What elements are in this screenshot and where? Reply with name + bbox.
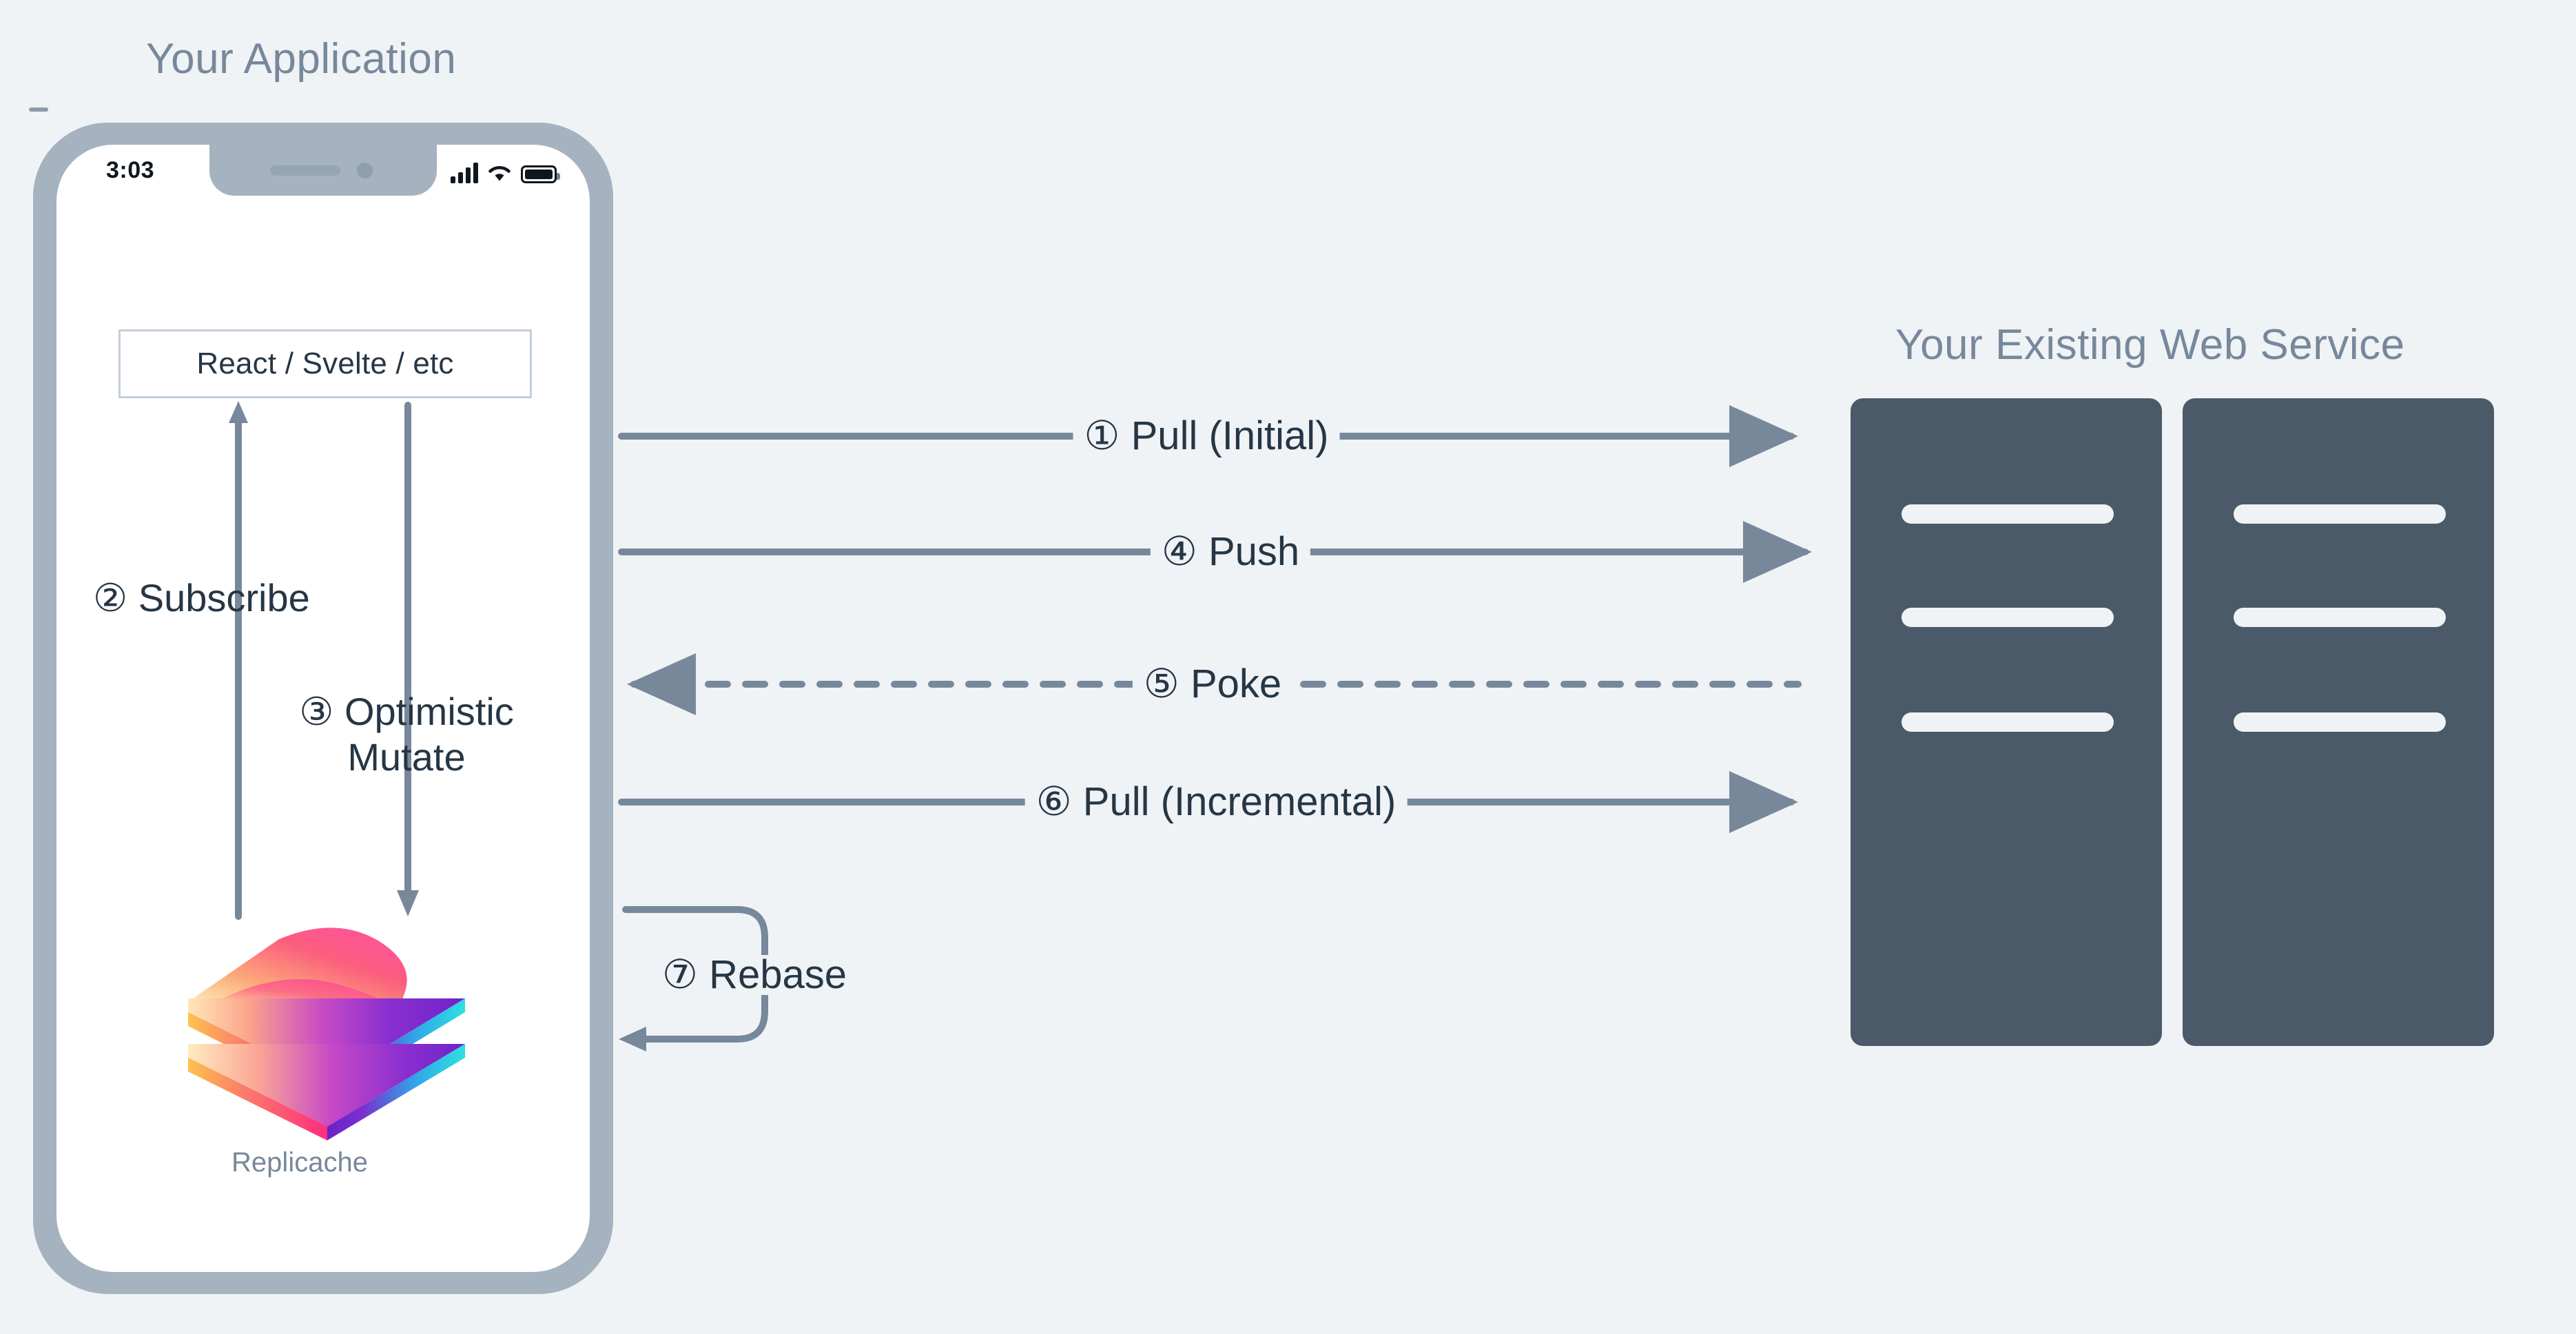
battery-icon: [521, 165, 560, 183]
wifi-icon: [487, 164, 512, 183]
phone-notch: [209, 145, 437, 196]
label-pull-incremental: ⑥ Pull (Incremental): [1024, 782, 1408, 822]
label-pull-initial: ① Pull (Initial): [1073, 416, 1340, 456]
camera-icon: [357, 163, 373, 178]
label-rebase: ⑦ Rebase: [650, 955, 858, 995]
label-optimistic-mutate: ③ Optimistic Mutate: [262, 689, 551, 780]
server-block-1: [1851, 398, 2162, 1046]
application-heading: Your Application: [146, 35, 457, 83]
web-service-heading: Your Existing Web Service: [1895, 321, 2405, 369]
signal-bars-icon: [451, 163, 478, 183]
server-bar: [2234, 712, 2446, 732]
server-bar: [1902, 504, 2114, 524]
framework-box[interactable]: React / Svelte / etc: [119, 329, 532, 398]
server-block-2: [2183, 398, 2494, 1046]
server-bar: [2234, 504, 2446, 524]
label-push: ④ Push: [1150, 532, 1311, 572]
status-icons: [451, 157, 560, 183]
server-bar: [1902, 712, 2114, 732]
status-bar: 3:03: [56, 145, 590, 196]
replicache-logo: [176, 920, 479, 1147]
server-bar: [2234, 608, 2446, 627]
label-poke: ⑤ Poke: [1132, 664, 1293, 704]
tick-mark-icon: [29, 107, 48, 112]
label-optimistic-line1: ③ Optimistic: [299, 690, 514, 733]
label-optimistic-line2: Mutate: [347, 735, 466, 779]
server-bar: [1902, 608, 2114, 627]
replicache-caption: Replicache: [231, 1147, 368, 1178]
framework-box-label: React / Svelte / etc: [196, 347, 454, 380]
status-time: 3:03: [106, 157, 155, 183]
speaker-icon: [270, 165, 340, 176]
label-subscribe: ② Subscribe: [93, 576, 310, 619]
